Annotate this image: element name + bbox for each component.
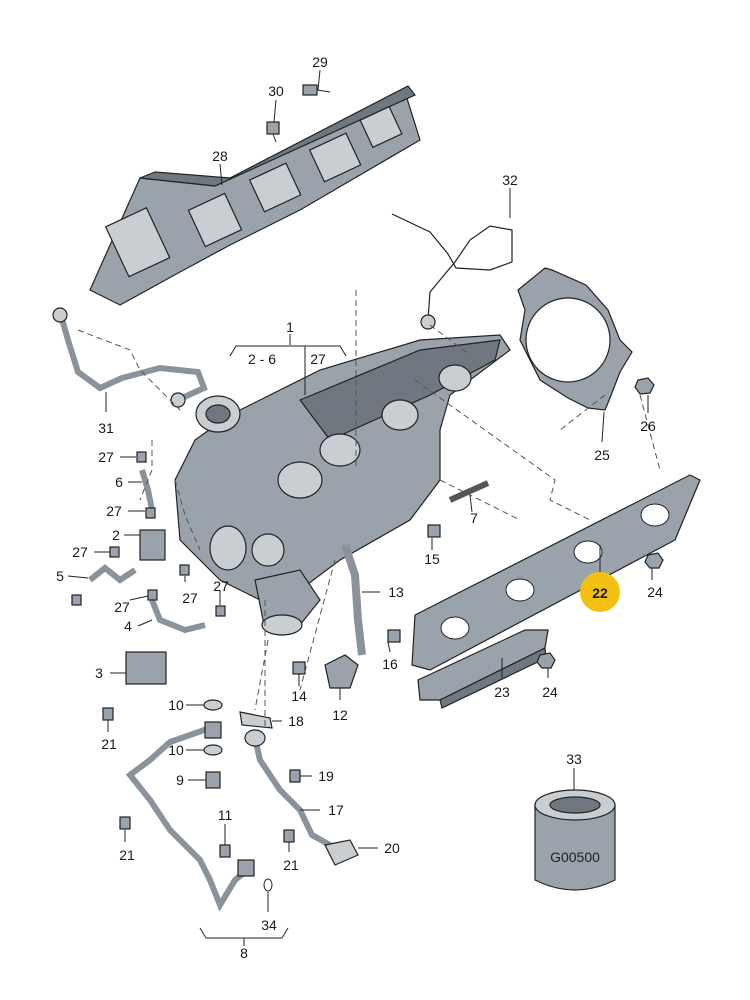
- callouts: 1 2 - 6 27 8 29 30 28 32 31 25 26 27 6 2…: [56, 54, 663, 961]
- bolt-part-14[interactable]: [292, 661, 306, 675]
- callout-29: 29: [312, 54, 328, 70]
- gasket-part-25[interactable]: [517, 267, 633, 411]
- callout-2: 2: [112, 527, 120, 543]
- callout-13: 13: [388, 584, 404, 600]
- callout-22: 22: [592, 585, 608, 601]
- callout-27-a: 27: [98, 449, 114, 465]
- bolt-part-21-a[interactable]: [102, 707, 114, 721]
- callout-24-b: 24: [542, 684, 558, 700]
- valve-part-3[interactable]: [125, 651, 167, 685]
- callout-group-1-extra: 27: [310, 351, 326, 367]
- callout-18: 18: [288, 713, 304, 729]
- bolt-part-27-e[interactable]: [147, 589, 158, 601]
- callout-group-1-range: 2 - 6: [248, 351, 276, 367]
- callout-17: 17: [328, 802, 344, 818]
- canister-part-33[interactable]: G00500: [534, 789, 616, 891]
- hose-part-5[interactable]: [88, 564, 137, 584]
- callout-31: 31: [98, 420, 114, 436]
- washer-part-10-lower[interactable]: [203, 744, 223, 756]
- callout-26: 26: [640, 418, 656, 434]
- bolt-part-21-b[interactable]: [119, 816, 131, 830]
- callout-group-1: 1: [286, 319, 294, 335]
- callout-32: 32: [502, 172, 518, 188]
- valve-part-2[interactable]: [139, 529, 166, 561]
- nut-part-24-lower[interactable]: [536, 652, 556, 669]
- callout-28: 28: [212, 148, 228, 164]
- oil-line-part-8[interactable]: [125, 721, 255, 912]
- callout-4: 4: [124, 618, 132, 634]
- callout-3: 3: [95, 665, 103, 681]
- callout-7: 7: [470, 510, 478, 526]
- stud-part-7[interactable]: [448, 480, 490, 503]
- pipe-part-31[interactable]: [52, 307, 208, 408]
- callout-14: 14: [291, 688, 307, 704]
- bolt-part-27-f[interactable]: [215, 605, 226, 617]
- washer-part-10-upper[interactable]: [203, 699, 223, 711]
- gasket-part-20[interactable]: [324, 839, 359, 866]
- bolt-part-27-c[interactable]: [109, 546, 120, 558]
- bolt-part-15[interactable]: [427, 524, 441, 538]
- highlight-badge-22: [580, 572, 620, 612]
- oring-part-34[interactable]: [263, 878, 273, 892]
- callout-27-b: 27: [106, 503, 122, 519]
- bolt-part-27-a[interactable]: [136, 451, 147, 463]
- bracket-part-12[interactable]: [324, 654, 359, 689]
- callout-23: 23: [494, 684, 510, 700]
- gasket-part-18[interactable]: [239, 711, 273, 729]
- callout-27-e: 27: [213, 578, 229, 594]
- callout-12: 12: [332, 707, 348, 723]
- manifold-gasket-part-22[interactable]: [411, 474, 701, 671]
- nut-part-26[interactable]: [634, 377, 655, 395]
- nut-part-24-upper[interactable]: [644, 552, 664, 569]
- callout-9: 9: [176, 772, 184, 788]
- bolt-part-19[interactable]: [289, 769, 301, 783]
- callout-24-a: 24: [647, 584, 663, 600]
- callout-19: 19: [318, 768, 334, 784]
- callout-27-f: 27: [114, 599, 130, 615]
- callout-16: 16: [382, 656, 398, 672]
- callout-group-8: 8: [240, 945, 248, 961]
- callout-21-c: 21: [283, 857, 299, 873]
- bolt-part-21-mid[interactable]: [283, 829, 295, 843]
- callout-10-a: 10: [168, 697, 184, 713]
- bolt-part-27-b[interactable]: [145, 507, 156, 519]
- bolt-part-11[interactable]: [219, 844, 231, 858]
- bolt-part-16[interactable]: [387, 629, 401, 643]
- bolt-part-30[interactable]: [266, 121, 280, 143]
- callout-34: 34: [261, 917, 277, 933]
- pipe-part-13[interactable]: [341, 543, 366, 656]
- callout-5: 5: [56, 568, 64, 584]
- callout-25: 25: [594, 447, 610, 463]
- turbocharger-assembly-part-1[interactable]: [174, 334, 511, 636]
- callout-27-c: 27: [72, 544, 88, 560]
- bolt-part-29[interactable]: [302, 84, 331, 96]
- hose-part-6[interactable]: [139, 469, 155, 511]
- callout-10-b: 10: [168, 742, 184, 758]
- assembly-dashed-lines: [77, 290, 661, 730]
- callout-21-a: 21: [101, 736, 117, 752]
- callout-20: 20: [384, 840, 400, 856]
- callout-27-d: 27: [182, 590, 198, 606]
- bolt-part-27-d[interactable]: [179, 564, 190, 576]
- callout-30: 30: [268, 83, 284, 99]
- callout-11: 11: [218, 807, 233, 823]
- bolt-part-5-end[interactable]: [71, 594, 82, 606]
- callout-21-b: 21: [119, 847, 135, 863]
- pipe-part-32[interactable]: [391, 213, 513, 330]
- canister-label: G00500: [550, 849, 600, 865]
- callout-33: 33: [566, 751, 582, 767]
- return-line-part-17[interactable]: [244, 729, 332, 848]
- bolt-part-9[interactable]: [205, 771, 221, 789]
- heat-shield-part-28[interactable]: [89, 85, 421, 306]
- callout-6: 6: [115, 474, 123, 490]
- hose-part-4[interactable]: [149, 598, 206, 634]
- callout-15: 15: [424, 551, 440, 567]
